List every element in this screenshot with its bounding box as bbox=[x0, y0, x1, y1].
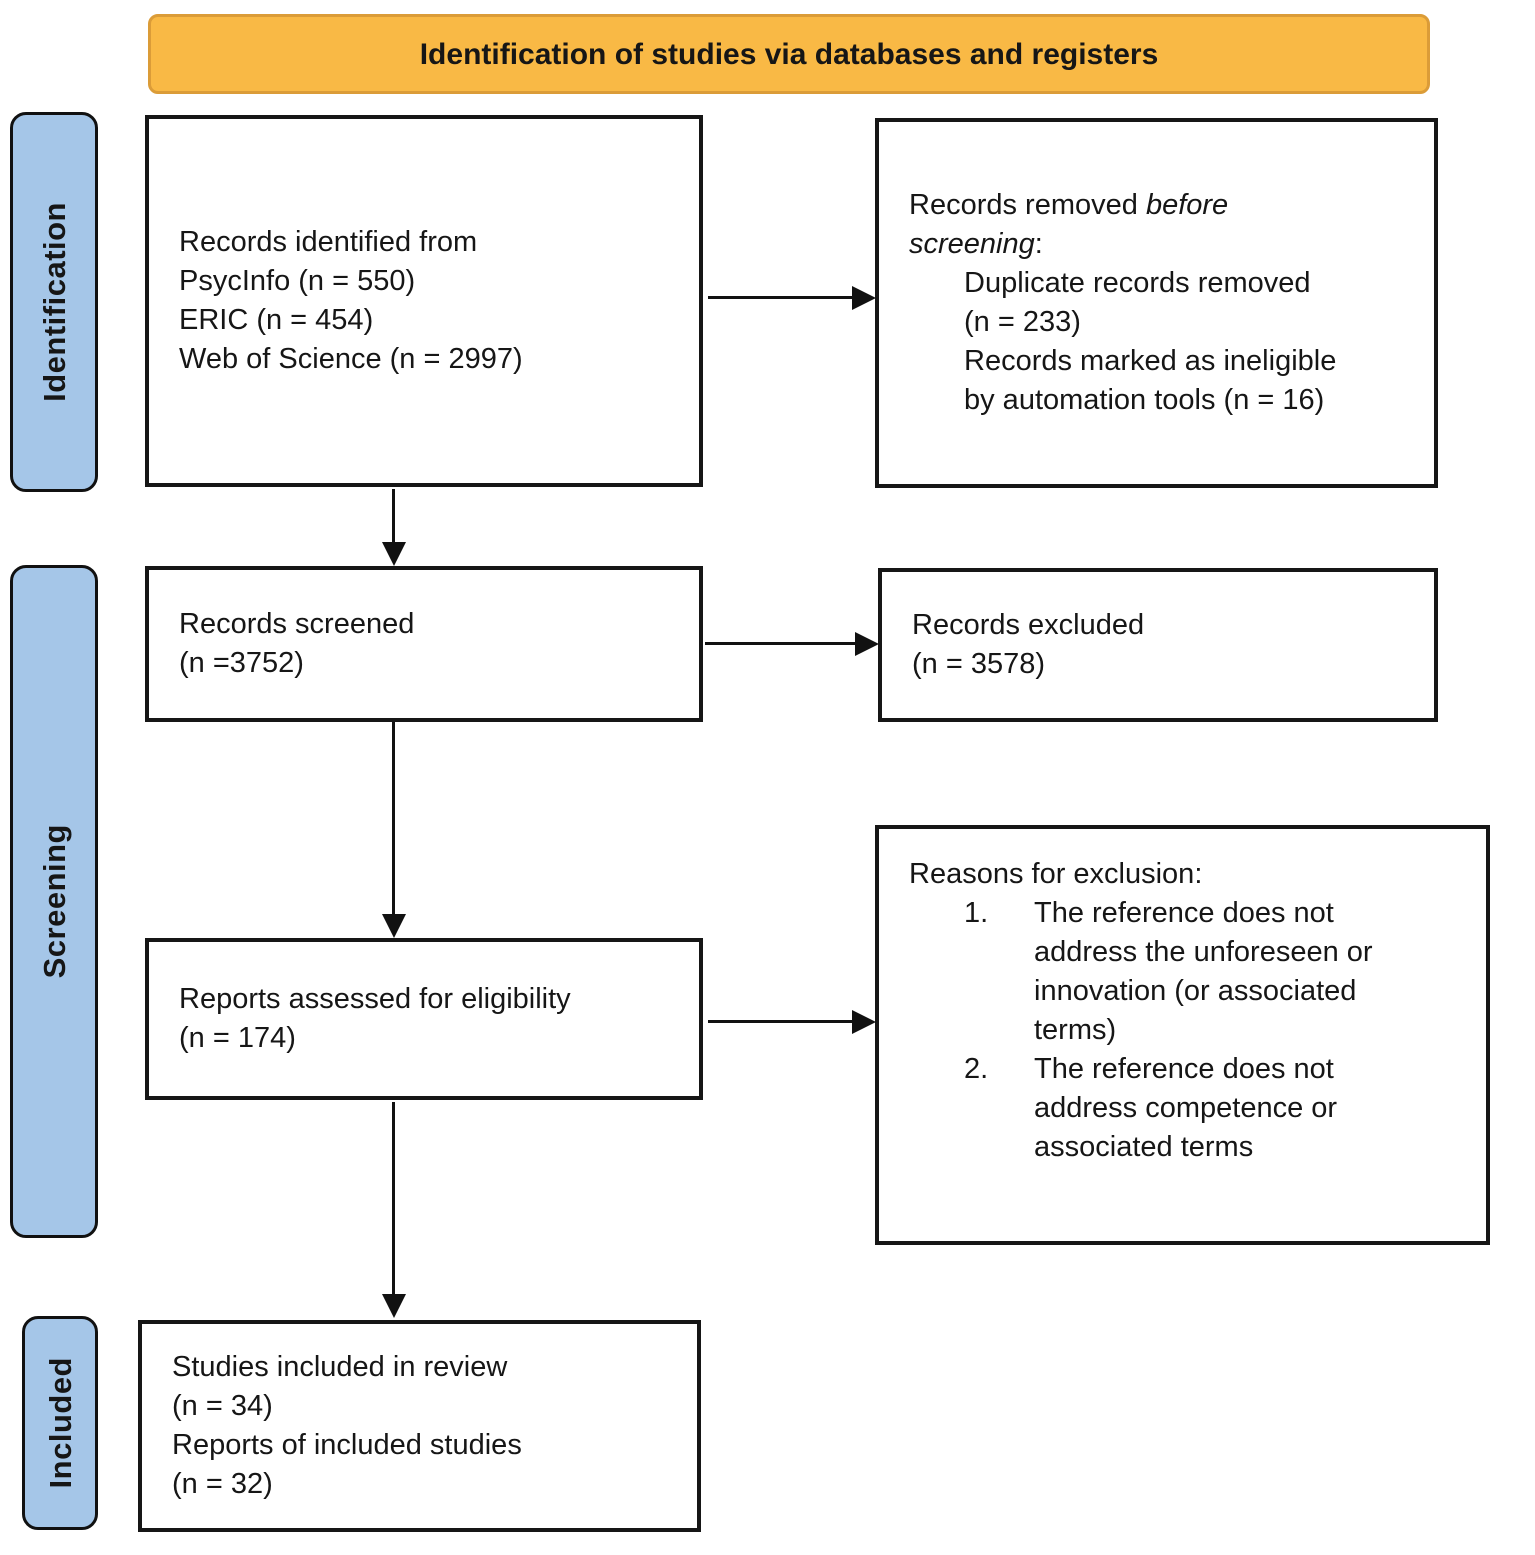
box-text-line: innovation (or associated bbox=[1034, 975, 1357, 1007]
box-records-excluded: Records excluded (n = 3578) bbox=[878, 568, 1438, 722]
stage-label-screening-text: Screening bbox=[36, 824, 72, 979]
stage-label-included-text: Included bbox=[42, 1357, 78, 1489]
box-records-screened: Records screened (n =3752) bbox=[145, 566, 703, 722]
box-text-line: associated terms bbox=[1034, 1131, 1254, 1163]
box-text-line: Records excluded bbox=[912, 609, 1145, 641]
stage-label-identification-text: Identification bbox=[36, 202, 72, 402]
box-text-line: address the unforeseen or bbox=[1034, 936, 1373, 968]
arrow-screened-to-assessed bbox=[392, 722, 395, 914]
box-reports-assessed: Reports assessed for eligibility (n = 174… bbox=[145, 938, 703, 1100]
list-number: 1. bbox=[964, 897, 989, 929]
box-text-line: Reports assessed for eligibility bbox=[179, 983, 571, 1015]
arrow-screened-to-excluded bbox=[705, 642, 855, 645]
box-studies-included: Studies included in review (n = 34) Report… bbox=[138, 1320, 701, 1532]
box-text-line: (n = 3578) bbox=[912, 648, 1046, 680]
arrow-assessed-to-included bbox=[392, 1102, 395, 1294]
diagram-title-banner: Identification of studies via databases … bbox=[148, 14, 1430, 94]
arrow-assessed-to-reasons bbox=[708, 1020, 852, 1023]
diagram-title: Identification of studies via databases … bbox=[419, 37, 1159, 71]
box-text-line: 2.The reference does not bbox=[964, 1050, 1462, 1089]
box-text-line: (n = 34) bbox=[172, 1390, 273, 1422]
box-text-line: screening: bbox=[909, 228, 1043, 260]
box-text-line: Records identified from bbox=[179, 226, 478, 258]
box-text-line: Records removed before bbox=[909, 189, 1229, 221]
box-text-line: Records screened bbox=[179, 608, 415, 640]
box-text-line: Duplicate records removed bbox=[964, 267, 1311, 299]
stage-label-screening: Screening bbox=[10, 565, 98, 1238]
box-exclusion-reasons: Reasons for exclusion: 1.The reference do… bbox=[875, 825, 1490, 1245]
arrow-identified-to-screened bbox=[392, 489, 395, 542]
stage-label-identification: Identification bbox=[10, 112, 98, 492]
box-text-line: Records marked as ineligible bbox=[964, 345, 1337, 377]
box-text-line: address competence or bbox=[1034, 1092, 1338, 1124]
box-text-line: PsycInfo (n = 550) bbox=[179, 265, 416, 297]
box-text-line: (n = 233) bbox=[964, 306, 1081, 338]
box-text-line: Reasons for exclusion: bbox=[909, 858, 1203, 890]
box-text-line: (n = 32) bbox=[172, 1468, 273, 1500]
arrow-identified-to-removed bbox=[708, 296, 852, 299]
box-records-removed-before-screening: Records removed before screening: Duplicat… bbox=[875, 118, 1438, 488]
box-text-line: (n =3752) bbox=[179, 647, 304, 679]
box-text-line: Reports of included studies bbox=[172, 1429, 522, 1461]
box-text-line: ERIC (n = 454) bbox=[179, 304, 374, 336]
box-text-line: terms) bbox=[1034, 1014, 1117, 1046]
box-text-line: by automation tools (n = 16) bbox=[964, 384, 1325, 416]
box-text-line: (n = 174) bbox=[179, 1022, 296, 1054]
box-text-line: Studies included in review bbox=[172, 1351, 508, 1383]
box-text-line: 1.The reference does not bbox=[964, 894, 1462, 933]
box-text-line: Web of Science (n = 2997) bbox=[179, 343, 523, 375]
list-number: 2. bbox=[964, 1053, 989, 1085]
stage-label-included: Included bbox=[22, 1316, 98, 1530]
